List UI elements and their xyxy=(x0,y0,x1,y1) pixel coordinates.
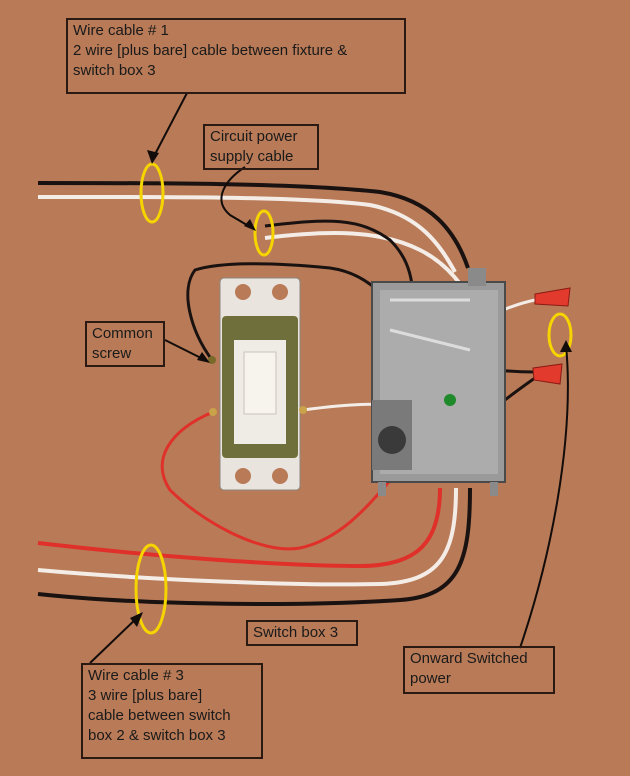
wire-nut-top xyxy=(534,287,571,307)
wire-cable-3-line2: 3 wire [plus bare] xyxy=(88,687,203,704)
marker-onward xyxy=(547,312,573,358)
arrowheads xyxy=(130,150,572,627)
wire-cable-3-line3: cable between switch xyxy=(88,707,231,724)
wire-cable-3-line1: Wire cable # 3 xyxy=(88,667,184,684)
circuit-power-line1: Circuit power xyxy=(210,128,298,145)
label-wire-cable-3: Wire cable # 3 3 wire [plus bare] cable … xyxy=(81,663,263,759)
wire-cable-1-line1: Wire cable # 1 xyxy=(73,22,169,39)
switch-box-3-text: Switch box 3 xyxy=(253,624,339,641)
common-screw-line1: Common xyxy=(92,325,153,342)
label-circuit-power: Circuit power supply cable xyxy=(203,124,319,170)
marker-power-cable xyxy=(253,209,275,257)
onward-switched-line1: Onward Switched xyxy=(410,650,528,667)
marker-cable-1 xyxy=(139,162,165,224)
wire-cable-1-line3: switch box 3 xyxy=(73,62,156,79)
wire-nut-bottom xyxy=(532,363,563,385)
label-switch-box-3: Switch box 3 xyxy=(246,620,358,646)
light-switch xyxy=(208,277,307,491)
switch-box xyxy=(371,268,506,496)
marker-cable-3 xyxy=(134,543,168,635)
wire-cable-1 xyxy=(37,181,470,273)
wire-cable-3 xyxy=(37,487,472,606)
label-wire-cable-1: Wire cable # 1 2 wire [plus bare] cable … xyxy=(66,18,406,94)
pointer-arrows xyxy=(89,92,569,664)
wire-cable-1-line2: 2 wire [plus bare] cable between fixture… xyxy=(73,42,348,59)
label-common-screw: Common screw xyxy=(85,321,165,367)
onward-switched-line2: power xyxy=(410,670,451,687)
common-screw-line2: screw xyxy=(92,345,132,362)
wire-cable-3-line4: box 2 & switch box 3 xyxy=(88,727,226,744)
label-onward-switched: Onward Switched power xyxy=(403,646,555,694)
circuit-power-line2: supply cable xyxy=(210,148,294,165)
